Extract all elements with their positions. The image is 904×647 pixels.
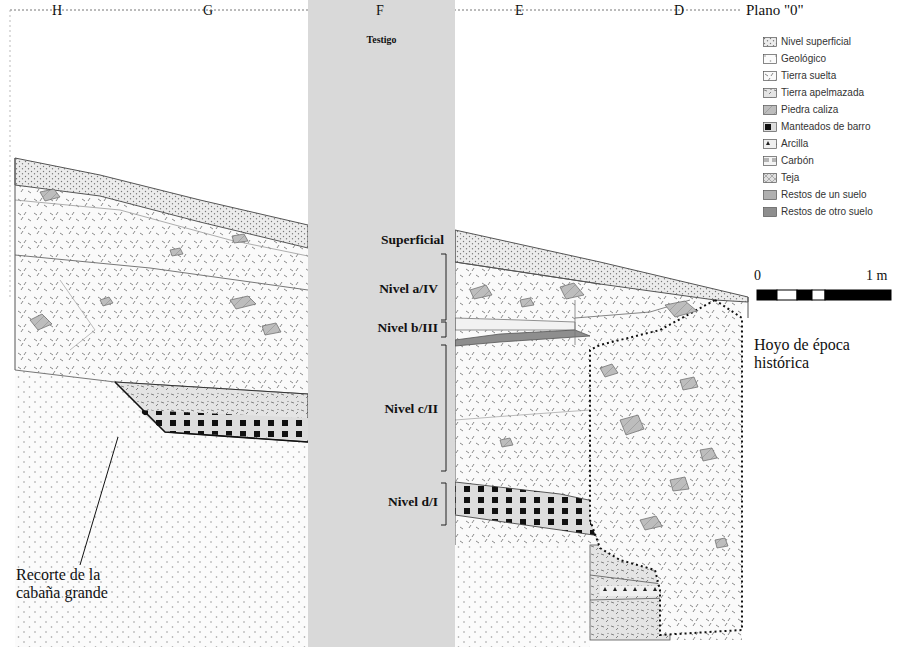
legend-text: Tierra apelmazada <box>781 87 864 99</box>
legend-swatch <box>763 207 777 217</box>
level-label: Superficial <box>308 232 444 248</box>
scale-label: 0 <box>754 268 761 284</box>
grid-column-letter: H <box>52 3 62 19</box>
legend-entry: Carbón <box>763 155 814 167</box>
legend-entry: Arcilla <box>763 138 808 150</box>
legend-swatch <box>763 173 777 183</box>
legend-swatch <box>763 190 777 200</box>
legend-entry: Teja <box>763 172 799 184</box>
level-label: Nivel a/IV <box>308 281 438 297</box>
legend-swatch <box>763 139 777 149</box>
legend-entry: Manteados de barro <box>763 121 871 133</box>
legend-text: Nivel superficial <box>781 36 851 48</box>
legend-swatch <box>763 37 777 47</box>
legend-swatch <box>763 88 777 98</box>
legend-entry: Tierra apelmazada <box>763 87 864 99</box>
legend-entry: Tierra suelta <box>763 70 836 82</box>
legend-text: Arcilla <box>781 138 808 150</box>
legend-text: Piedra caliza <box>781 104 838 116</box>
legend-text: Teja <box>781 172 799 184</box>
legend-text: Geológico <box>781 53 826 65</box>
legend-swatch <box>763 105 777 115</box>
level-label: Nivel d/I <box>308 494 438 510</box>
legend-swatch <box>763 122 777 132</box>
legend-entry: Nivel superficial <box>763 36 851 48</box>
level-label: Nivel c/II <box>308 401 438 417</box>
legend-swatch <box>763 54 777 64</box>
datum-label: Plano "0" <box>746 2 804 19</box>
legend-text: Tierra suelta <box>781 70 836 82</box>
legend-entry: Restos de un suelo <box>763 189 867 201</box>
grid-column-letter: D <box>674 3 684 19</box>
grid-column-letter: G <box>203 3 213 19</box>
hut-cut-label: Recorte de la cabaña grande <box>16 566 134 603</box>
legend-entry: Geológico <box>763 53 826 65</box>
pit-label: Hoyo de época histórica <box>754 336 899 373</box>
legend-entry: Restos de otro suelo <box>763 206 873 218</box>
legend-entry: Piedra caliza <box>763 104 838 116</box>
grid-column-letter: E <box>515 3 524 19</box>
band-title: Testigo <box>308 34 455 45</box>
grid-column-letter: F <box>376 3 384 19</box>
legend-swatch <box>763 71 777 81</box>
legend-text: Manteados de barro <box>781 121 871 133</box>
legend-text: Restos de un suelo <box>781 189 867 201</box>
baulk-band: TestigoSuperficialNivel a/IV Nivel b/III N… <box>308 0 455 647</box>
level-label: Nivel b/III <box>308 320 438 336</box>
legend-swatch <box>763 156 777 166</box>
scale-label: 1 m <box>866 268 887 284</box>
legend-text: Carbón <box>781 155 814 167</box>
legend-text: Restos de otro suelo <box>781 206 873 218</box>
